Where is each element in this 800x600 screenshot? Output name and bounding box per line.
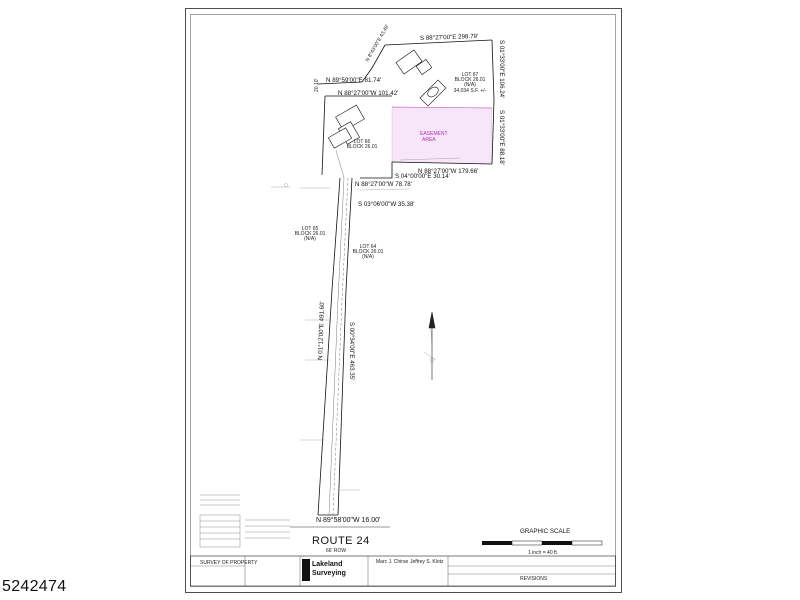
bearing-left-short: 20.10'	[314, 78, 320, 92]
sheet-outer-frame	[185, 8, 622, 593]
survey-title: SURVEY OF PROPERTY	[200, 560, 258, 566]
svg-text:(N/A): (N/A)	[464, 82, 476, 88]
svg-text:34,034 S.F. +/-: 34,034 S.F. +/-	[454, 88, 487, 94]
bearing-east-long: S 01°33'00"E 106.24'	[498, 40, 505, 98]
easement-area: EASEMENT AREA	[391, 106, 493, 165]
svg-text:(N/A): (N/A)	[362, 254, 374, 260]
bearing-lower-west: N 88°27'00"W 78.78'	[355, 181, 412, 188]
listing-id: 5242474	[2, 578, 67, 595]
road-row: 66' ROW	[326, 548, 346, 554]
surveyor-1: Marc J. Chirse	[376, 559, 408, 565]
lot-66-label: LOT 66 BLOCK 26.01	[347, 139, 378, 150]
bearing-mid-west: N 88°27'00"W 179.66'	[418, 168, 478, 175]
graphic-scale-title: GRAPHIC SCALE	[520, 528, 570, 535]
svg-text:BLOCK 26.01: BLOCK 26.01	[455, 77, 486, 83]
company-name-2: Surveying	[312, 570, 346, 577]
bearing-lower-south: S 03°06'00"W 35.38'	[358, 201, 415, 208]
lot-64-label: LOT 64 BLOCK 26.01 (N/A)	[353, 244, 384, 260]
company-name-1: Lakeland	[312, 561, 342, 568]
company-logo	[302, 559, 310, 581]
notes-block	[199, 494, 290, 548]
bearing-east-lower: S 01°33'00"E 88.18'	[498, 110, 505, 165]
revisions-label: REVISIONS	[520, 576, 548, 582]
graphic-scale: GRAPHIC SCALE 1 inch = 40 ft.	[482, 528, 603, 556]
lot-67-label: LOT 67 BLOCK 26.01 (N/A) 34,034 S.F. +/-	[454, 72, 487, 94]
bearing-upper-west: N 88°27'00"W 101.42'	[338, 90, 398, 97]
lot-65-label: LOT 65 BLOCK 26.01 (N/A)	[295, 226, 326, 242]
svg-text:BLOCK 26.01: BLOCK 26.01	[295, 231, 326, 237]
bearing-top-mid: N 89°59'00"E 81.74'	[326, 77, 381, 84]
bearing-mid-south: S 04°00'00"E 30.14'	[395, 173, 450, 180]
property-boundary	[317, 39, 495, 516]
bearing-bottom: N 89°58'00"W 16.00'	[316, 516, 380, 524]
svg-text:BLOCK 26.01: BLOCK 26.01	[347, 144, 378, 150]
buildings	[327, 49, 447, 149]
svg-text:LOT 66: LOT 66	[354, 139, 371, 145]
svg-text:(N/A): (N/A)	[304, 236, 316, 242]
svg-text:LOT 64: LOT 64	[360, 244, 377, 250]
road-name: ROUTE 24	[312, 535, 370, 547]
bearing-mid-long: S 00°34'00"E 463.35'	[348, 322, 355, 380]
driveway	[328, 149, 349, 516]
svg-text:BLOCK 26.01: BLOCK 26.01	[353, 249, 384, 255]
sheet-inner-frame	[190, 14, 616, 587]
svg-text:LOT 65: LOT 65	[302, 226, 319, 232]
svg-text:AREA: AREA	[422, 137, 436, 143]
title-block: SURVEY OF PROPERTY Lakeland Surveying Ma…	[190, 555, 616, 587]
graphic-scale-note: 1 inch = 40 ft.	[528, 550, 558, 556]
surveyor-2: Jeffrey S. Klotz	[410, 559, 444, 565]
detail-marks	[271, 157, 461, 491]
svg-text:LOT 67: LOT 67	[462, 72, 479, 78]
bearing-top-east: S 88°27'00"E 298.79'	[420, 33, 479, 42]
north-arrow	[428, 311, 436, 380]
bearing-west-long: N 01°12'00"E 491.60'	[317, 301, 326, 360]
svg-text:EASEMENT: EASEMENT	[420, 131, 448, 137]
